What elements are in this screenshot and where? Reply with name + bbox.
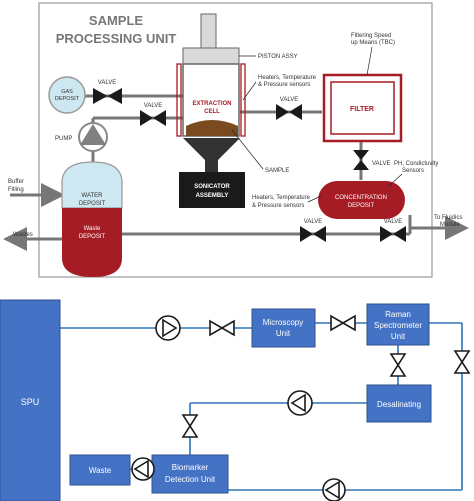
heaters-top-label-line2: & Pressure sensors (258, 82, 310, 88)
pump-icon (287, 390, 313, 416)
buffer-filling-label-line2: Filling (8, 187, 24, 193)
valve-icon (330, 314, 356, 332)
sonicator-label-line2: ASSEMBLY (196, 193, 229, 199)
gas-deposit-label-line1: GAS (61, 89, 73, 95)
sonicator-funnel (183, 138, 240, 172)
to-fluidics-label-line1: To Fluidics (434, 215, 462, 221)
spu-label: SPU (21, 397, 40, 407)
heaters-bottom-label-line1: Heaters, Temperature (252, 195, 311, 201)
pump-icon (155, 315, 181, 341)
concentration-deposit (318, 181, 405, 219)
valve-icon (453, 350, 471, 374)
waste-box (69, 454, 131, 486)
valve-pump-line (140, 110, 166, 126)
waste-deposit (62, 208, 122, 277)
valve-pump-line-label: VALVE (144, 103, 162, 109)
valve-gas (93, 88, 122, 104)
spu-title-line2: PROCESSING UNIT (56, 31, 177, 46)
extraction-cell-label-line2: CELL (204, 109, 220, 115)
pump-triangle (80, 124, 106, 145)
water-deposit-label-line1: WATER (82, 193, 104, 199)
concentration-label-line1: CONCENTRATION (335, 195, 387, 201)
filtering-speed-label-line1: Filtering Speed (351, 33, 391, 39)
valve-icon (181, 414, 199, 438)
microscopy-label-line2: Unit (276, 329, 291, 338)
pump-icon (131, 457, 155, 481)
spu-box (0, 299, 61, 501)
filtering-speed-label-line2: up Means (TBC) (351, 40, 395, 46)
valve-filter-outlet-label: VALVE (372, 161, 390, 167)
filter-label: FILTER (350, 106, 374, 113)
water-deposit (61, 161, 123, 209)
valve-filter-outlet (353, 150, 369, 170)
sample-material (186, 120, 238, 136)
buffer-filling-label-line1: Buffer (8, 179, 24, 185)
valve-fluidics-label: VALVE (384, 219, 402, 225)
waste-label: Waste (89, 466, 112, 475)
valve-fluidics (380, 226, 406, 242)
sonicator-label-line1: SONICATOR (194, 184, 230, 190)
to-fluidics-label-line2: Module (440, 222, 460, 228)
ph-sensors-label-line2: Sensors (402, 168, 424, 174)
ph-sensors-leader (388, 173, 403, 187)
water-deposit-label-line2: DEPOSIT (79, 201, 106, 207)
raman-label-line2: Spectrometer (374, 321, 422, 330)
biomarker-label-line2: Detection Unit (165, 475, 216, 484)
gas-deposit-tank (48, 76, 86, 114)
gas-deposit-label-line2: DEPOSIT (55, 96, 80, 102)
sample-label: SAMPLE (265, 168, 289, 174)
valve-concentration (300, 226, 326, 242)
valve-concentration-label: VALVE (304, 219, 322, 225)
ph-sensors-label-line1: PH, Condictuvity (394, 161, 438, 167)
raman-label-line1: Raman (385, 310, 411, 319)
wastes-label: Wastes (13, 232, 33, 238)
piston-plate (182, 47, 240, 65)
biomarker-label-line1: Biomarker (172, 463, 209, 472)
extraction-heater-left (176, 63, 182, 137)
raman-unit-box (366, 303, 430, 346)
microscopy-unit-box (251, 308, 316, 348)
desalinating-box (366, 384, 432, 423)
piston-rod (200, 13, 217, 49)
filter-inner (330, 81, 395, 135)
heaters-bottom-label-line2: & Pressure sensors (252, 203, 304, 209)
waste-deposit-label-line1: Waste (84, 226, 101, 232)
raman-label-line3: Unit (391, 332, 406, 341)
waste-deposit-label-line2: DEPOSIT (79, 234, 106, 240)
extraction-cell-label-line1: EXTRACTION (193, 101, 232, 107)
valve-icon (389, 353, 407, 377)
valve-gas-label: VALVE (98, 80, 116, 86)
desalinating-label: Desalinating (377, 400, 421, 409)
pump-label: PUMP (55, 136, 72, 142)
microscopy-label-line1: Microscopy (263, 318, 303, 327)
biomarker-unit-box (151, 454, 229, 494)
piston-assy-label: PISTON ASSY (258, 54, 298, 60)
spu-title-line1: SAMPLE (89, 13, 144, 28)
filtering-speed-leader (366, 46, 373, 76)
valve-filter-inlet (276, 104, 302, 120)
concentration-label-line2: DEPOSIT (348, 203, 375, 209)
heaters-top-label-line1: Heaters, Temperature (258, 75, 317, 81)
pump-icon (322, 478, 346, 501)
extraction-heater-right (240, 63, 246, 137)
heaters-top-leader (242, 81, 257, 101)
sample-leader (231, 129, 264, 170)
valve-filter-inlet-label: VALVE (280, 97, 298, 103)
sonicator-assembly (179, 172, 245, 208)
valve-icon (209, 319, 235, 337)
heaters-bottom-leader (307, 195, 322, 203)
